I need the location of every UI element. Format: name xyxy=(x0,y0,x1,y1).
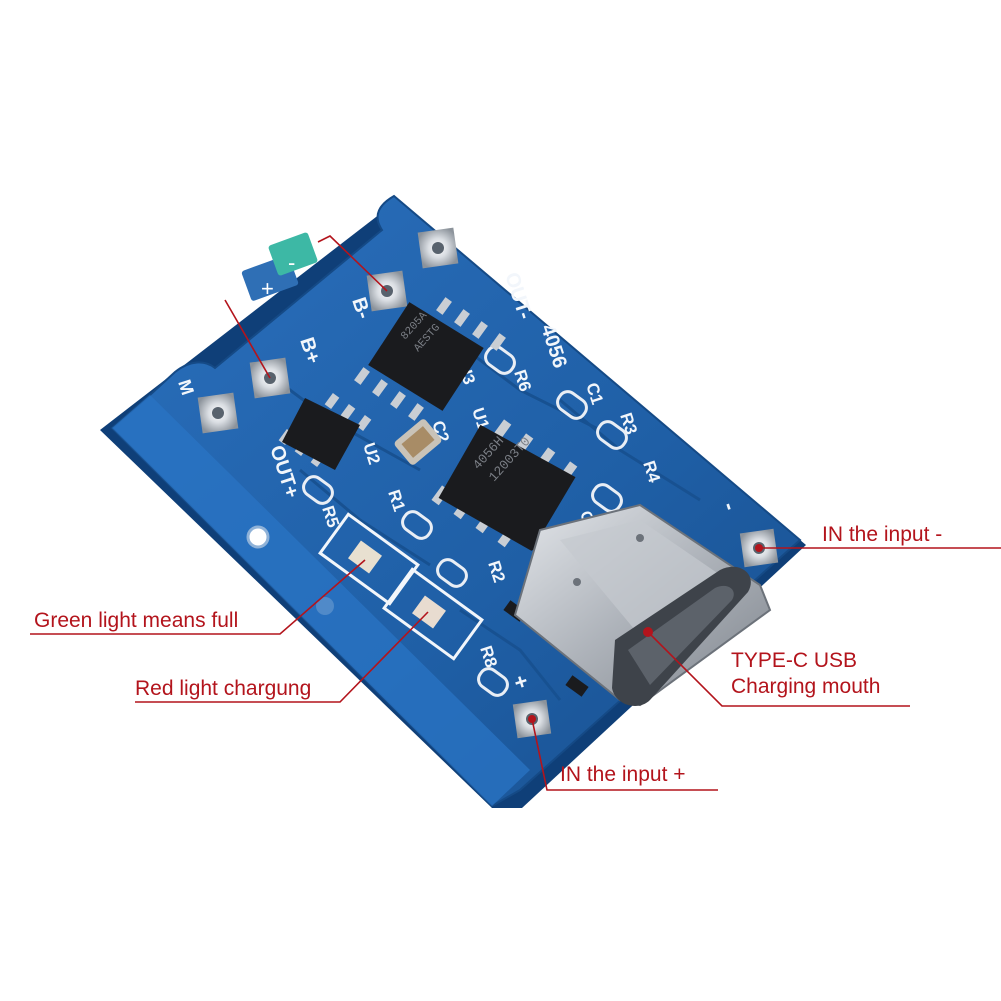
chip-u1: 4056H 12003T0 xyxy=(431,419,578,551)
mounting-hole-shadow xyxy=(316,597,334,615)
chip-u3: 8205A AESTG xyxy=(354,297,506,421)
battery-symbol: + - xyxy=(241,232,318,301)
callout-green-light: Green light means full xyxy=(34,609,239,632)
capacitor xyxy=(394,419,442,465)
battery-minus-sign: - xyxy=(288,250,295,275)
callout-typec-line1: TYPE-C USB xyxy=(731,649,858,672)
callout-typec-line2: Charging mouth xyxy=(731,675,881,698)
battery-plus-sign: + xyxy=(261,276,274,301)
component-footprints xyxy=(302,345,628,697)
usb-typec-connector xyxy=(513,503,772,707)
red-led xyxy=(412,595,446,629)
callout-dots xyxy=(528,544,763,723)
silk-m: M xyxy=(174,377,198,397)
callout-in-minus: IN the input - xyxy=(822,523,943,546)
led-indicators xyxy=(318,512,484,661)
callout-lines xyxy=(30,235,1001,791)
chip-u2 xyxy=(278,392,372,470)
red-led-frame xyxy=(382,567,484,661)
green-led-frame xyxy=(318,512,420,606)
callout-in-plus: IN the input + xyxy=(560,763,686,786)
battery-end xyxy=(268,232,318,276)
callout-red-light: Red light chargung xyxy=(135,677,312,700)
mounting-hole xyxy=(246,525,270,549)
green-led xyxy=(348,540,382,574)
callout-typec: TYPE-C USB Charging mouth xyxy=(731,648,880,700)
